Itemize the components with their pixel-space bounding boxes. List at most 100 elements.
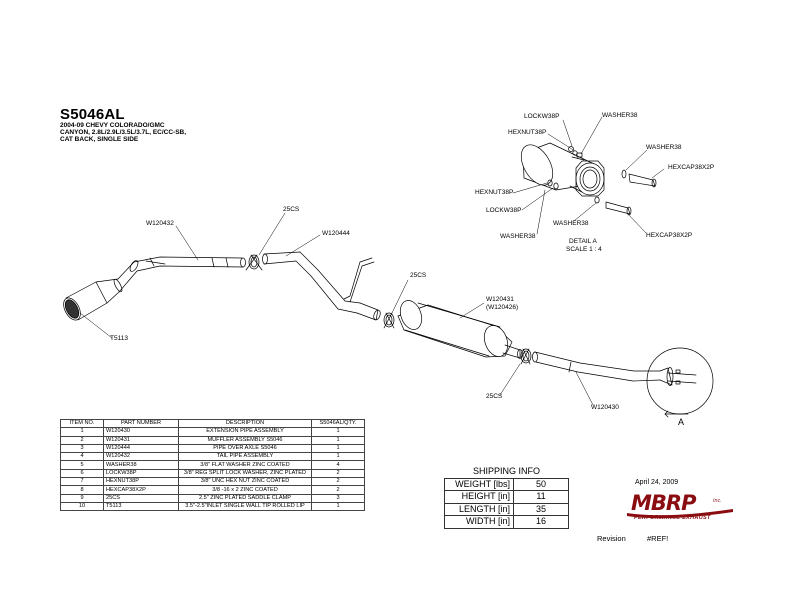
item-no-cell: 4 (60, 452, 104, 462)
table-row: 10 T5113 3.5"-2.5"INLET SINGLE WALL TIP … (60, 501, 365, 512)
detail-label-hexnut-left: HEXNUT38P (475, 189, 513, 196)
shipping-value: 11 (513, 490, 569, 504)
exhaust-tip-drawing (63, 278, 123, 321)
detail-label-washer-bottom-left: WASHER38 (500, 233, 536, 240)
part-number-cell: W120430 (103, 427, 179, 437)
vehicle-description-line: 2004-09 CHEVY COLORADO/GMC (60, 122, 165, 129)
callout-t5113: T5113 (110, 335, 128, 342)
table-row: 9 25CS 2.5" ZINC PLATED SADDLE CLAMP 3 (60, 493, 365, 503)
qty-cell: 1 (311, 443, 365, 454)
shipping-label: LENGTH [in] (444, 502, 514, 516)
item-no-cell: 9 (60, 493, 104, 503)
column-header-part-number: PART NUMBER (103, 418, 179, 429)
shipping-label: WIDTH [in] (444, 515, 514, 529)
description-cell: MUFFLER ASSEMBLY S5046 (178, 435, 312, 445)
saddle-clamp-drawing (245, 254, 263, 271)
table-row: 4 W120432 TAIL PIPE ASSEMBLY 1 (60, 452, 365, 462)
shipping-row: WEIGHT [lbs] 50 (444, 477, 569, 491)
saddle-clamp-drawing (383, 312, 395, 329)
callout-w120444: W120444 (322, 230, 350, 237)
description-cell: 3/8" UNC HEX NUT ZINC COATED (178, 477, 312, 487)
callout-w120431: W120431 (486, 296, 514, 303)
callout-25cs-low: 25CS (486, 393, 503, 400)
revision-value: #REF! (647, 534, 669, 543)
detail-label-washer-right: WASHER38 (646, 144, 682, 151)
table-row: 2 W120431 MUFFLER ASSEMBLY S5046 1 (60, 435, 365, 445)
shipping-label: WEIGHT [lbs] (444, 477, 514, 491)
shipping-value: 35 (513, 502, 569, 516)
detail-a-flange-drawing (520, 142, 605, 197)
parts-list-table: ITEM NO. PART NUMBER DESCRIPTION S5046AL… (60, 418, 365, 512)
qty-cell: 2 (311, 485, 365, 495)
description-cell: 3/8" REG SPLIT LOCK WASHER, ZINC PLATED (178, 468, 312, 479)
shipping-info-table: SHIPPING INFO WEIGHT [lbs] 50 HEIGHT [in… (444, 466, 569, 529)
table-row: 1 W120430 EXTENSION PIPE ASSEMBLY 1 (60, 427, 365, 437)
logo-tagline: PERFORMANCE EXHAUST (634, 515, 711, 521)
saddle-clamp-drawing (520, 348, 532, 365)
column-header-qty: S5046AL/QTY. (311, 418, 365, 429)
detail-label-lockw-top: LOCKW38P (524, 113, 559, 120)
part-number-cell: W120432 (103, 452, 179, 462)
item-no-cell: 6 (60, 468, 104, 479)
part-number-cell: HEXCAP38X2P (103, 485, 179, 495)
table-header-row: ITEM NO. PART NUMBER DESCRIPTION S5046AL… (60, 418, 365, 429)
description-cell: 3/8 -16 x 2 ZINC COATED (178, 485, 312, 495)
vehicle-description-line: CANYON, 2.8L/2.9L/3.5L/3.7L, EC/CC-SB, (60, 129, 187, 136)
description-cell: 3.5"-2.5"INLET SINGLE WALL TIP ROLLED LI… (178, 501, 312, 512)
qty-cell: 1 (311, 427, 365, 437)
qty-cell: 2 (311, 477, 365, 487)
detail-label-washer-bottom-mid: WASHER38 (553, 220, 589, 227)
table-row: 6 LOCKW38P 3/8" REG SPLIT LOCK WASHER, Z… (60, 468, 365, 479)
detail-hardware-drawing (547, 146, 657, 216)
part-number-cell: W120444 (103, 443, 179, 454)
callout-25cs-top: 25CS (283, 206, 300, 213)
description-cell: 2.5" ZINC PLATED SADDLE CLAMP (178, 493, 312, 503)
description-cell: 3/8" FLAT WASHER ZINC COATED (178, 460, 312, 470)
shipping-value: 50 (513, 477, 569, 491)
part-number-cell: T5113 (103, 501, 179, 512)
tail-pipe-drawing (117, 256, 246, 293)
extension-pipe-drawing (532, 351, 697, 386)
item-no-cell: 1 (60, 427, 104, 437)
shipping-row: WIDTH [in] 16 (444, 515, 569, 529)
shipping-info-title: SHIPPING INFO (444, 466, 569, 479)
detail-caption: DETAIL A (569, 238, 597, 245)
pipe-over-axle-drawing (262, 251, 381, 321)
column-header-item-no: ITEM NO. (60, 418, 104, 429)
shipping-row: HEIGHT [in] 11 (444, 490, 569, 504)
detail-label-hexcap-bottom: HEXCAP38X2P (646, 232, 692, 239)
part-number-cell: 25CS (103, 493, 179, 503)
shipping-row: LENGTH [in] 35 (444, 502, 569, 516)
description-cell: PIPE OVER AXLE S5046 (178, 443, 312, 454)
shipping-label: HEIGHT [in] (444, 490, 514, 504)
callout-leader-lines (79, 116, 665, 406)
part-number-cell: WASHER38 (103, 460, 179, 470)
qty-cell: 2 (311, 468, 365, 479)
muffler-drawing (397, 300, 523, 359)
table-row: 7 HEXNUT38P 3/8" UNC HEX NUT ZINC COATED… (60, 477, 365, 487)
item-no-cell: 3 (60, 443, 104, 454)
drawing-date: April 24, 2009 (635, 479, 679, 486)
revision-label: Revision (597, 534, 626, 543)
svg-text:MBRP: MBRP (631, 491, 697, 515)
svg-text:inc.: inc. (713, 498, 722, 504)
column-header-description: DESCRIPTION (178, 418, 312, 429)
detail-label-hexcap-top: HEXCAP38X2P (668, 164, 714, 171)
detail-reference-letter: A (678, 417, 684, 427)
qty-cell: 1 (311, 435, 365, 445)
description-cell: TAIL PIPE ASSEMBLY (178, 452, 312, 462)
callout-w120426: (W120426) (486, 304, 518, 311)
detail-label-washer-top: WASHER38 (602, 112, 638, 119)
item-no-cell: 10 (60, 501, 104, 512)
callout-w120430: W120430 (591, 404, 619, 411)
qty-cell: 4 (311, 460, 365, 470)
callout-25cs-mid: 25CS (410, 272, 427, 279)
qty-cell: 3 (311, 493, 365, 503)
table-row: 8 HEXCAP38X2P 3/8 -16 x 2 ZINC COATED 2 (60, 485, 365, 495)
part-number-title: S5046AL (60, 106, 125, 123)
description-cell: EXTENSION PIPE ASSEMBLY (178, 427, 312, 437)
item-no-cell: 2 (60, 435, 104, 445)
qty-cell: 1 (311, 501, 365, 512)
qty-cell: 1 (311, 452, 365, 462)
